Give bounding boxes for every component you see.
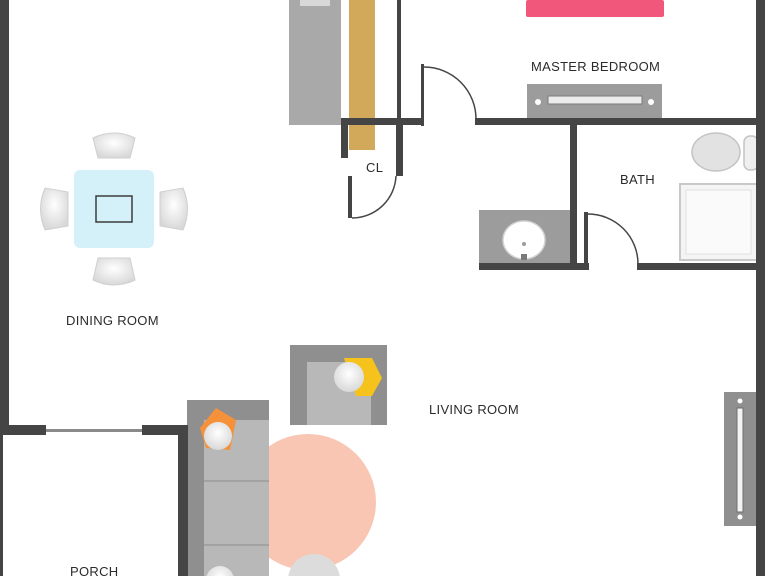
armchair-cushion [334, 362, 364, 392]
dining-set [40, 132, 188, 286]
dining-table [74, 170, 154, 248]
dresser-top [547, 95, 643, 105]
dining-chair-right [159, 187, 188, 231]
sofa-pillow [206, 566, 234, 576]
room-label-master-bedroom: MASTER BEDROOM [531, 59, 661, 74]
room-label-bath: BATH [620, 172, 655, 187]
wardrobe [289, 0, 341, 125]
dining-table-center [95, 195, 133, 223]
dining-chair-top [92, 132, 136, 159]
shower-inner [685, 189, 752, 255]
dining-chair-bottom [92, 257, 136, 286]
dining-chair-left [40, 187, 69, 231]
rug [240, 434, 376, 570]
tv-screen [736, 407, 744, 513]
toilet-bowl [691, 132, 741, 172]
side-table [288, 554, 340, 576]
room-label-closet: CL [366, 160, 384, 175]
dresser-knob-left [535, 99, 541, 105]
sink-drain [522, 242, 526, 246]
room-label-porch: PORCH [70, 564, 119, 579]
closet-shelf [349, 0, 375, 150]
room-label-dining-room: DINING ROOM [66, 313, 159, 328]
dresser-knob-right [648, 99, 654, 105]
bed-accent [526, 0, 664, 17]
closet-door-swing [351, 175, 397, 219]
sink-icon [502, 220, 546, 260]
sink-faucet [521, 254, 527, 260]
tv-knob-top [737, 398, 743, 404]
wardrobe-detail [300, 0, 330, 6]
bath-door-swing [587, 213, 639, 265]
tv-knob-bottom [737, 514, 743, 520]
bedroom-door-swing [423, 66, 477, 120]
sofa-pillow [204, 422, 232, 450]
toilet-tank [743, 135, 759, 171]
room-label-living-room: LIVING ROOM [429, 402, 519, 417]
